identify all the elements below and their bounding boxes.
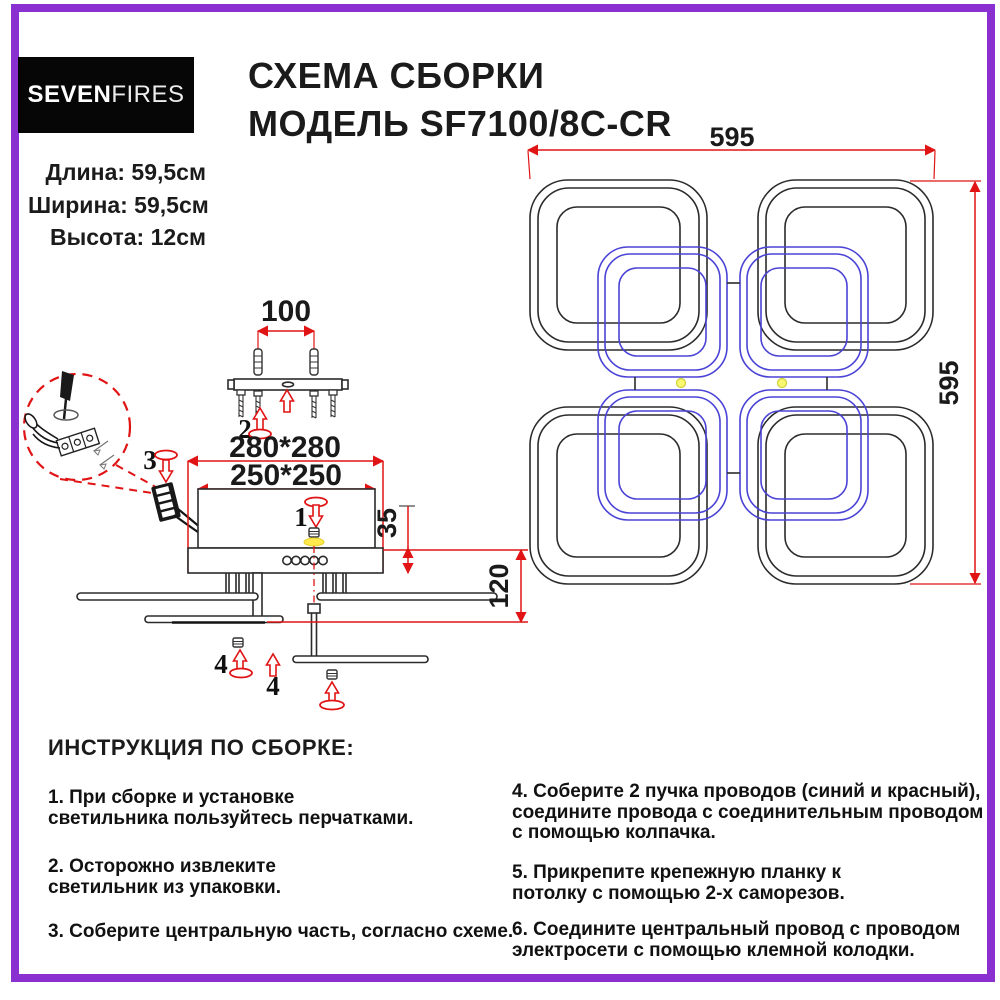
screw-icon bbox=[326, 669, 338, 680]
instruction-step-1: 1. При сборке и установке светильника по… bbox=[48, 787, 414, 829]
up-arrow-icon bbox=[279, 389, 295, 413]
step1-marker: 1 bbox=[294, 496, 328, 607]
washer-icon bbox=[154, 449, 178, 461]
insert-screws-icon bbox=[93, 440, 115, 466]
central-rod bbox=[307, 603, 321, 656]
step3-number: 3 bbox=[143, 445, 157, 475]
dim-label-100: 100 bbox=[261, 295, 311, 328]
product-specs: Длина: 59,5см Ширина: 59,5см Высота: 12с… bbox=[28, 156, 209, 254]
step4b-number: 4 bbox=[266, 671, 280, 701]
instructions-section: ИНСТРУКЦИЯ ПО СБОРКЕ: 1. При сборке и ус… bbox=[0, 725, 1000, 985]
dim-120: 120 bbox=[267, 548, 528, 624]
step4-number: 4 bbox=[214, 649, 228, 679]
step4-marker-a: 4 bbox=[214, 637, 253, 679]
brand-logo-light: FIRES bbox=[111, 81, 185, 108]
dim-width-595: 595 bbox=[526, 122, 937, 180]
page-title-line2: МОДЕЛЬ SF7100/8C-CR bbox=[248, 103, 672, 144]
mounting-bracket-drawing: 100 bbox=[227, 295, 349, 419]
top-view-diagram: 595 595 bbox=[526, 122, 981, 585]
wiring-detail-bubble bbox=[22, 371, 173, 497]
ring-connectors bbox=[634, 282, 828, 474]
washer-icon bbox=[248, 428, 272, 440]
step2-number: 2 bbox=[238, 414, 252, 444]
page-title-line1: СХЕМА СБОРКИ bbox=[248, 55, 545, 96]
instruction-step-5: 5. Прикрепите крепежную планку к потолку… bbox=[512, 862, 845, 904]
washer-icon bbox=[229, 667, 253, 679]
inner-rings bbox=[597, 246, 869, 521]
bottom-screw-marker bbox=[319, 669, 345, 711]
screw-icon bbox=[308, 527, 320, 538]
down-arrow-icon bbox=[158, 459, 174, 483]
page-title: СХЕМА СБОРКИ МОДЕЛЬ SF7100/8C-CR bbox=[248, 52, 672, 148]
housing-base bbox=[187, 547, 384, 574]
vent-holes bbox=[281, 555, 328, 566]
assembly-diagram: 100 2 bbox=[22, 295, 528, 711]
dim-height-label: 595 bbox=[934, 360, 964, 405]
outer-rings bbox=[529, 179, 934, 585]
brand-logo-bold: SEVEN bbox=[27, 81, 112, 108]
housing-cover bbox=[197, 488, 376, 549]
step1-number: 1 bbox=[294, 502, 308, 532]
instruction-step-2: 2. Осторожно извлеките светильник из упа… bbox=[48, 856, 282, 898]
connector-block-icon bbox=[151, 482, 181, 522]
led-dot bbox=[776, 377, 788, 389]
spec-height: Высота: 12см bbox=[49, 224, 206, 250]
instruction-step-6: 6. Соедините центральный провод с провод… bbox=[512, 919, 961, 961]
instruction-step-3: 3. Соберите центральную часть, согласно … bbox=[48, 921, 514, 942]
up-arrow-icon bbox=[252, 407, 268, 431]
spec-width: Ширина: 59,5см bbox=[28, 191, 209, 218]
bottom-plate bbox=[292, 655, 429, 664]
glow-highlight bbox=[303, 537, 325, 547]
terminal-block-icon bbox=[55, 427, 101, 457]
arm-left-upper bbox=[76, 592, 259, 601]
spec-length: Длина: 59,5см bbox=[45, 159, 206, 185]
arm-right-upper bbox=[316, 592, 498, 601]
wall-anchor-icon bbox=[309, 348, 319, 376]
instruction-step-4: 4. Соберите 2 пучка проводов (синий и кр… bbox=[512, 781, 984, 843]
screw-icon bbox=[232, 637, 244, 648]
washer-icon bbox=[319, 699, 345, 711]
dim-height-595: 595 bbox=[910, 180, 981, 585]
step3-marker: 3 bbox=[143, 445, 178, 483]
dim-width-label: 595 bbox=[709, 122, 754, 152]
screw-icon bbox=[309, 390, 319, 419]
wall-anchor-icon bbox=[253, 348, 263, 376]
screwdriver-icon bbox=[60, 371, 74, 401]
dim-label-250: 250*250 bbox=[230, 459, 342, 492]
step4-marker-b: 4 bbox=[265, 653, 281, 701]
screw-icon bbox=[236, 389, 246, 418]
dim-label-120: 120 bbox=[484, 563, 514, 608]
instructions-heading: ИНСТРУКЦИЯ ПО СБОРКЕ: bbox=[48, 735, 355, 760]
mounting-strip bbox=[233, 378, 343, 391]
led-dot bbox=[675, 377, 687, 389]
step2-marker: 2 bbox=[238, 407, 272, 444]
dim-label-35: 35 bbox=[372, 508, 402, 538]
rotation-indicator-icon bbox=[53, 409, 79, 421]
wire-nut-icon bbox=[24, 413, 38, 429]
screw-icon bbox=[328, 389, 338, 418]
dim-35: 35 bbox=[372, 505, 415, 575]
